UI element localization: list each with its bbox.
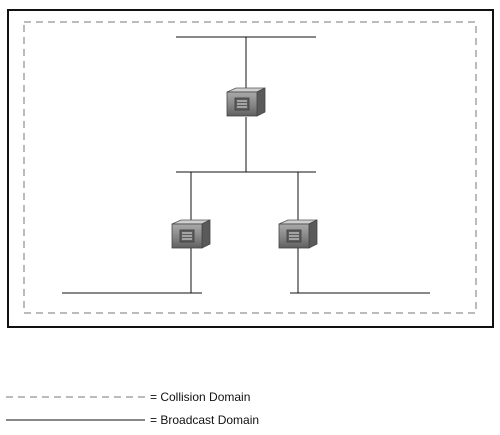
network-device-icon [226,87,266,117]
broadcast-domain-boundary [7,9,494,328]
broadcast-domain-legend-label: = Broadcast Domain [150,413,259,427]
collision-domain-legend-label: = Collision Domain [150,390,250,404]
network-device-icon [278,219,318,249]
network-device-icon [171,219,211,249]
